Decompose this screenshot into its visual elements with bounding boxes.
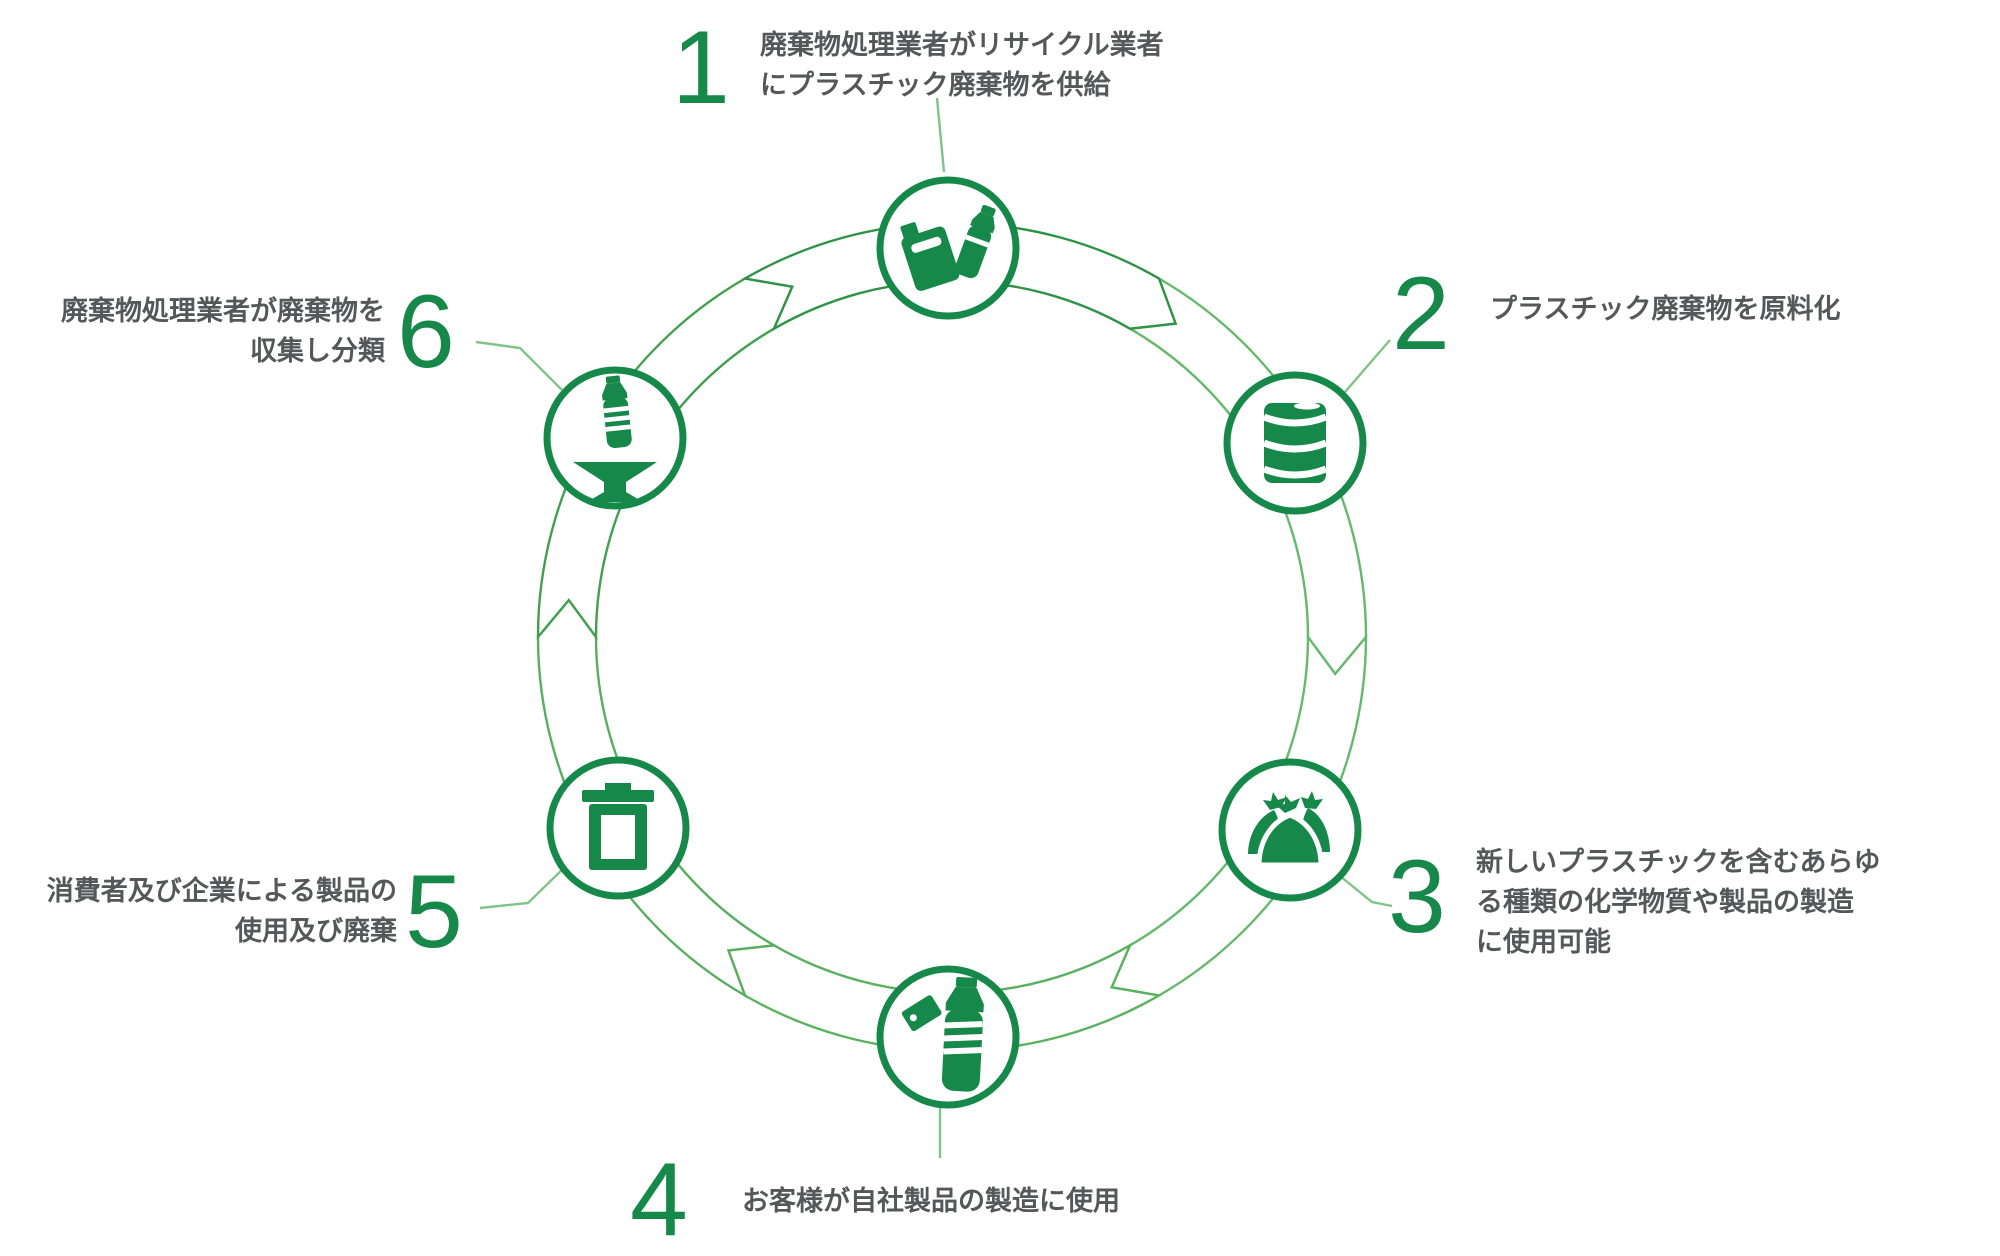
step-label-5: 消費者及び企業による製品の 使用及び廃棄 bbox=[46, 876, 397, 947]
bottle-tag-icon bbox=[901, 977, 984, 1092]
step-label-3: 新しいプラスチックを含むあらゆ る種類の化学物質や製品の製造 に使用可能 bbox=[1476, 847, 1881, 958]
step-label-4: お客様が自社製品の製造に使用 bbox=[742, 1186, 1120, 1217]
step-label-2: プラスチック廃棄物を原料化 bbox=[1490, 294, 1841, 325]
cycle-ring bbox=[536, 221, 1368, 1053]
trash-bags-icon bbox=[1248, 791, 1330, 868]
cycle-node-5 bbox=[546, 756, 690, 900]
step-number-2: 2 bbox=[1392, 256, 1450, 372]
leader-line bbox=[1334, 871, 1393, 908]
cycle-node-4 bbox=[876, 965, 1020, 1109]
cycle-node-1 bbox=[876, 176, 1020, 320]
step-number-1: 1 bbox=[672, 10, 730, 126]
leader-line bbox=[1344, 339, 1391, 393]
trash-can-icon bbox=[582, 783, 654, 870]
step-label-1: 廃棄物処理業者がリサイクル業者 にプラスチック廃棄物を供給 bbox=[760, 30, 1164, 101]
leader-line bbox=[475, 340, 563, 391]
leader-line bbox=[935, 97, 946, 173]
step-number-6: 6 bbox=[397, 274, 455, 390]
cycle-node-3 bbox=[1218, 758, 1362, 902]
step-number-4: 4 bbox=[630, 1142, 688, 1256]
leader-line bbox=[479, 861, 571, 910]
leader-lines bbox=[475, 97, 1393, 1158]
step-number-5: 5 bbox=[405, 854, 463, 970]
step-label-6: 廃棄物処理業者が廃棄物を 収集し分類 bbox=[61, 296, 385, 367]
cycle-node-2 bbox=[1223, 371, 1367, 515]
drum-icon bbox=[1262, 402, 1328, 483]
step-number-3: 3 bbox=[1388, 839, 1446, 955]
plastic-containers-icon bbox=[900, 204, 996, 291]
cycle-node-6 bbox=[543, 366, 687, 510]
bottle-funnel-icon bbox=[573, 375, 657, 502]
